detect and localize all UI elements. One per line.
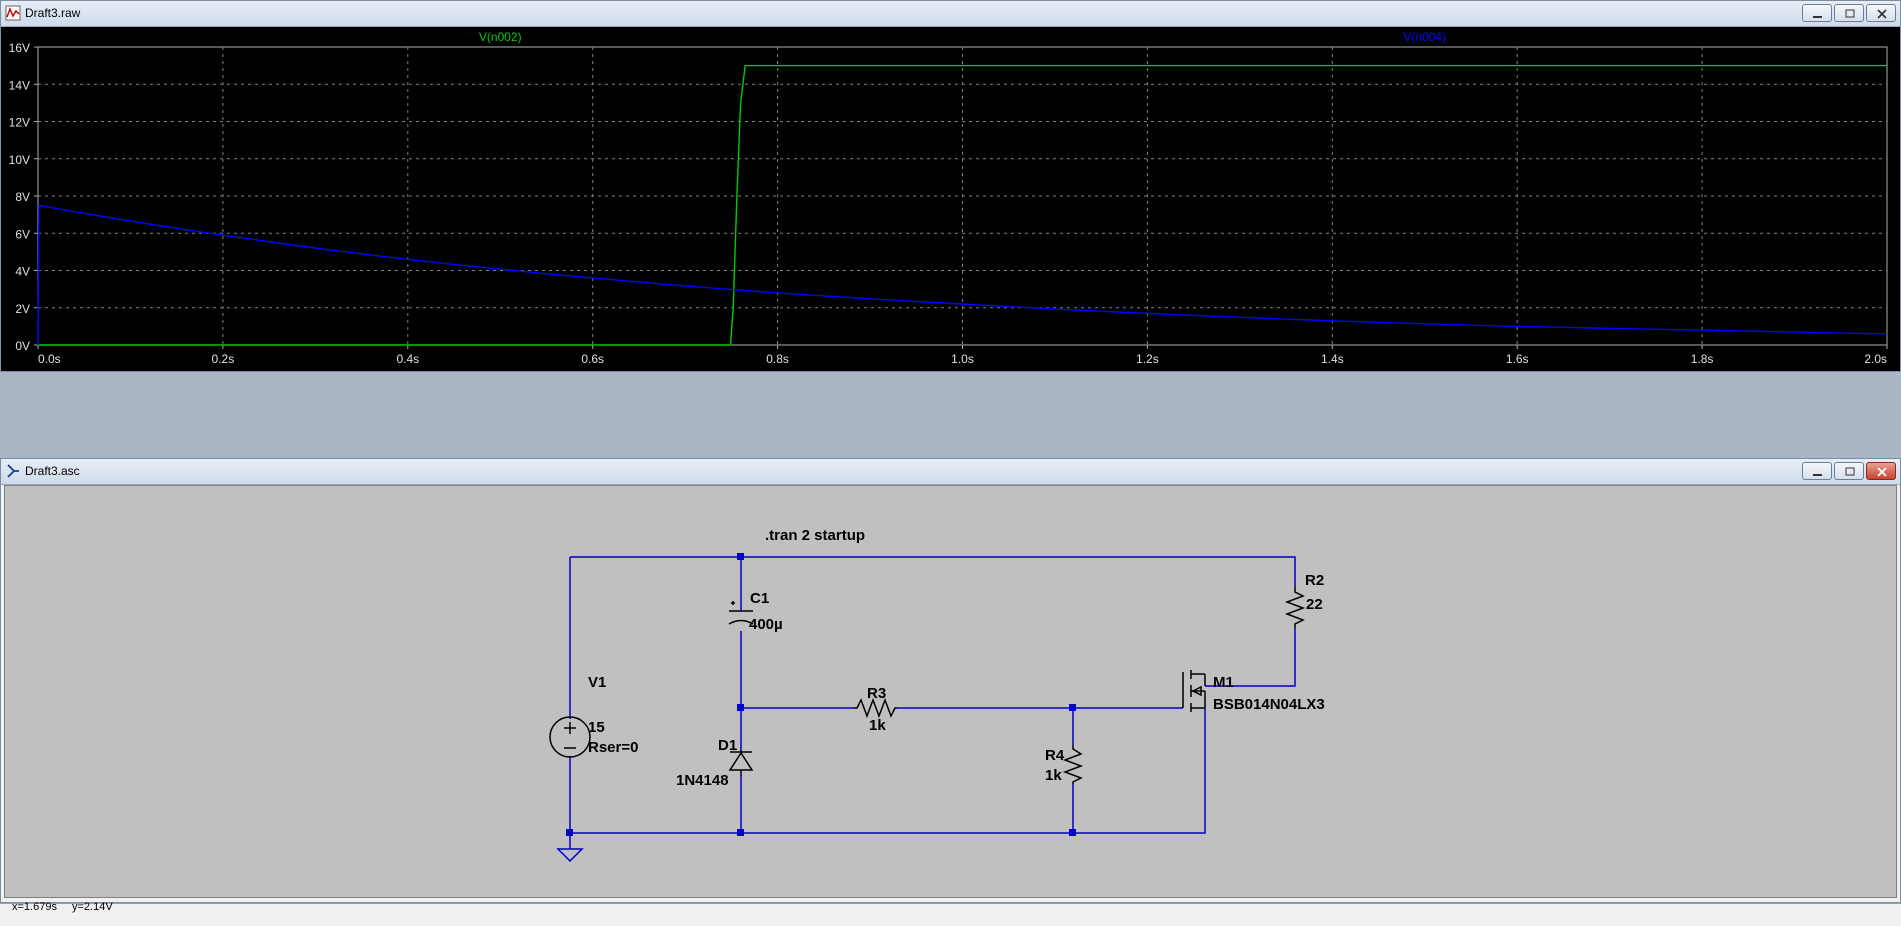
series-line-vn004[interactable]	[37, 204, 1888, 346]
m1-name[interactable]: M1	[1213, 674, 1234, 691]
close-button[interactable]	[1866, 462, 1896, 480]
schematic-window-title: Draft3.asc	[25, 464, 80, 478]
minimize-icon	[1813, 474, 1822, 476]
v1-rser[interactable]: Rser=0	[588, 739, 638, 756]
y-tick-label: 12V	[9, 116, 30, 130]
minimize-button[interactable]	[1802, 4, 1832, 22]
series-line-vn002[interactable]	[38, 64, 1887, 346]
x-tick-label: 1.6s	[1506, 352, 1529, 366]
restore-button[interactable]	[1834, 462, 1864, 480]
schematic-canvas[interactable]: .tran 2 startup C1 400µ R2 22 V1 15 Rser…	[4, 485, 1897, 898]
x-tick-label: 0.0s	[38, 352, 61, 366]
x-tick-label: 1.4s	[1321, 352, 1344, 366]
waveform-window[interactable]: Draft3.raw 16V 14V 12V 10V 8V 6V 4V 2V 0V 0.0s 0.2…	[0, 0, 1901, 372]
y-tick-label: 14V	[9, 78, 30, 92]
resistor-r4[interactable]	[1062, 745, 1084, 784]
junction	[1069, 704, 1076, 711]
m1-value[interactable]: BSB014N04LX3	[1213, 696, 1325, 713]
diode-d1[interactable]	[728, 750, 754, 776]
cursor-y-readout: y=2.14V	[72, 901, 113, 913]
r4-value[interactable]: 1k	[1045, 767, 1062, 784]
c1-value[interactable]: 400µ	[749, 616, 783, 633]
r4-name[interactable]: R4	[1045, 747, 1065, 764]
restore-icon	[1845, 9, 1855, 18]
x-tick-label: 0.8s	[766, 352, 789, 366]
resistor-r2[interactable]	[1284, 586, 1306, 628]
r2-value[interactable]: 22	[1306, 596, 1323, 613]
x-tick-label: 0.2s	[212, 352, 235, 366]
trace-label-vn004[interactable]: V(n004)	[1403, 30, 1446, 44]
close-icon	[1877, 467, 1887, 477]
status-bar: x=1.679s y=2.14V	[0, 901, 1901, 926]
junction	[737, 704, 744, 711]
cursor-x-readout: x=1.679s	[12, 901, 57, 913]
schematic-titlebar[interactable]: Draft3.asc	[1, 459, 1900, 485]
x-tick-label: 0.6s	[581, 352, 604, 366]
close-button[interactable]	[1866, 4, 1896, 22]
r3-value[interactable]: 1k	[869, 717, 886, 734]
waveform-titlebar[interactable]: Draft3.raw	[1, 1, 1900, 27]
spice-directive[interactable]: .tran 2 startup	[765, 527, 865, 544]
y-tick-label: 8V	[15, 190, 30, 204]
resistor-r3[interactable]	[853, 697, 897, 719]
x-tick-label: 2.0s	[1864, 352, 1887, 366]
junction	[737, 553, 744, 560]
v1-value[interactable]: 15	[588, 719, 605, 736]
r2-name[interactable]: R2	[1305, 572, 1324, 589]
d1-name[interactable]: D1	[718, 737, 737, 754]
y-tick-label: 0V	[15, 339, 30, 353]
y-tick-label: 4V	[15, 265, 30, 279]
close-icon	[1877, 9, 1887, 19]
x-tick-label: 1.0s	[951, 352, 974, 366]
junction	[1069, 829, 1076, 836]
wire-r2-down[interactable]	[1205, 628, 1296, 687]
capacitor-c1[interactable]	[728, 601, 754, 625]
x-tick-label: 0.4s	[396, 352, 419, 366]
wire-bottom[interactable]	[570, 708, 1206, 834]
x-tick-label: 1.2s	[1136, 352, 1159, 366]
minimize-button[interactable]	[1802, 462, 1832, 480]
junction	[737, 829, 744, 836]
restore-icon	[1845, 467, 1855, 476]
y-tick-label: 6V	[15, 227, 30, 241]
schematic-drawing[interactable]: .tran 2 startup C1 400µ R2 22 V1 15 Rser…	[5, 486, 1898, 899]
schematic-window[interactable]: Draft3.asc	[0, 458, 1901, 903]
r3-name[interactable]: R3	[867, 685, 886, 702]
junction	[566, 829, 573, 836]
y-tick-label: 2V	[15, 302, 30, 316]
minimize-icon	[1813, 16, 1822, 18]
c1-name[interactable]: C1	[750, 590, 769, 607]
restore-button[interactable]	[1834, 4, 1864, 22]
schematic-icon	[7, 464, 19, 478]
voltage-source-v1[interactable]	[549, 716, 591, 758]
y-tick-label: 10V	[9, 153, 30, 167]
y-tick-label: 16V	[9, 41, 30, 55]
mosfet-m1[interactable]	[1182, 670, 1206, 712]
x-tick-label: 1.8s	[1691, 352, 1714, 366]
d1-value[interactable]: 1N4148	[676, 772, 729, 789]
waveform-plot[interactable]: 16V 14V 12V 10V 8V 6V 4V 2V 0V 0.0s 0.2s 0.4s 0.6s 0.…	[1, 27, 1900, 371]
waveform-icon	[5, 5, 21, 21]
v1-name[interactable]: V1	[588, 674, 606, 691]
plot-pane[interactable]: 16V 14V 12V 10V 8V 6V 4V 2V 0V 0.0s 0.2s 0.4s 0.6s 0.…	[1, 27, 1900, 371]
waveform-window-title: Draft3.raw	[25, 6, 81, 20]
wire-top[interactable]	[570, 556, 1296, 586]
trace-label-vn002[interactable]: V(n002)	[479, 30, 522, 44]
ground-icon[interactable]	[556, 848, 584, 863]
